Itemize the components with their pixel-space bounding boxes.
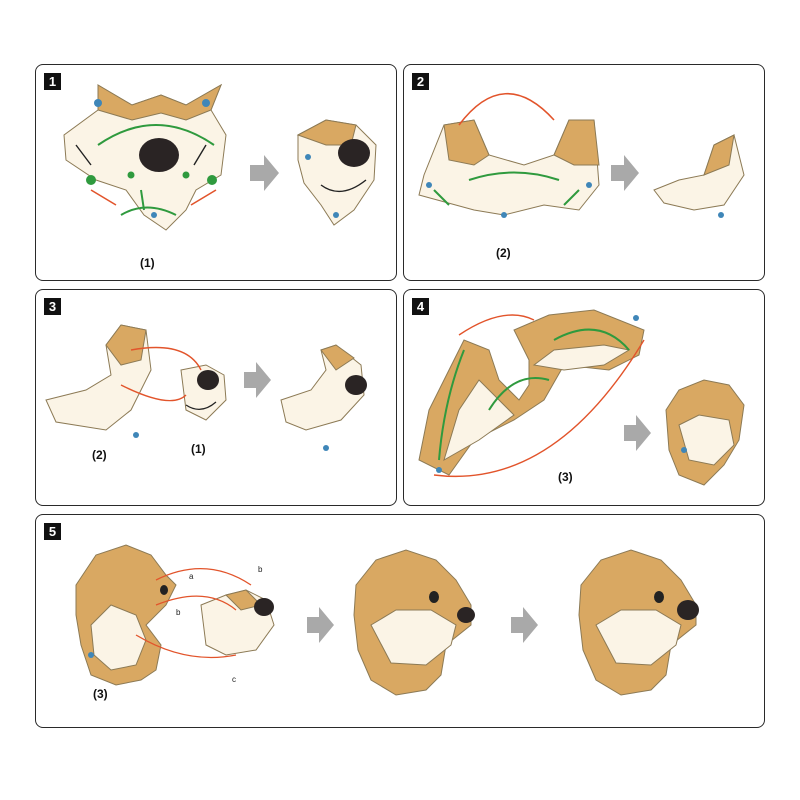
right-arrow-icon (250, 155, 279, 191)
head-complete (578, 549, 699, 696)
step-3-illustration (45, 324, 367, 451)
step-3-panel: 3 (2) (1) (35, 289, 397, 506)
part-label: (2) (496, 246, 511, 260)
part-label: (1) (191, 442, 206, 456)
step-2-illustration (418, 92, 745, 218)
muzzle-assembled (653, 134, 745, 218)
head-pattern-flat (418, 309, 645, 477)
head-assembled (665, 379, 745, 486)
step-number: 4 (412, 298, 429, 315)
seam-letter: b (258, 565, 263, 574)
step-number: 5 (44, 523, 61, 540)
step-2-panel: 2 (2) (403, 64, 765, 281)
step-1-illustration (63, 83, 377, 231)
part-label: (1) (140, 256, 155, 270)
right-arrow-icon (611, 155, 639, 191)
step-4-illustration (418, 309, 745, 486)
head-piece (75, 544, 177, 686)
right-arrow-icon (624, 415, 651, 451)
right-arrow-icon (244, 362, 271, 398)
muzzle-piece (45, 324, 152, 438)
snout-assembled (280, 344, 367, 451)
step-5-illustration (75, 544, 699, 696)
head-assembled-stage-1 (353, 549, 475, 696)
nose-piece (180, 364, 227, 421)
part-label: (3) (558, 470, 573, 484)
part-label: (2) (92, 448, 107, 462)
step-number: 3 (44, 298, 61, 315)
muzzle-pattern-flat (418, 92, 600, 218)
seam-letter: b (176, 608, 181, 617)
right-arrow-icon (511, 607, 538, 643)
step-number: 1 (44, 73, 61, 90)
step-number: 2 (412, 73, 429, 90)
step-4-panel: 4 (3) (403, 289, 765, 506)
part-label: (3) (93, 687, 108, 701)
right-arrow-icon (307, 607, 334, 643)
step-5-panel: 5 (3) a b b c (35, 514, 765, 728)
nose-assembled (296, 119, 377, 226)
snout-piece (200, 589, 275, 656)
seam-letter: a (189, 572, 194, 581)
step-1-panel: 1 (1) (35, 64, 397, 281)
nose-pattern-flat (63, 83, 227, 231)
seam-letter: c (232, 675, 236, 684)
